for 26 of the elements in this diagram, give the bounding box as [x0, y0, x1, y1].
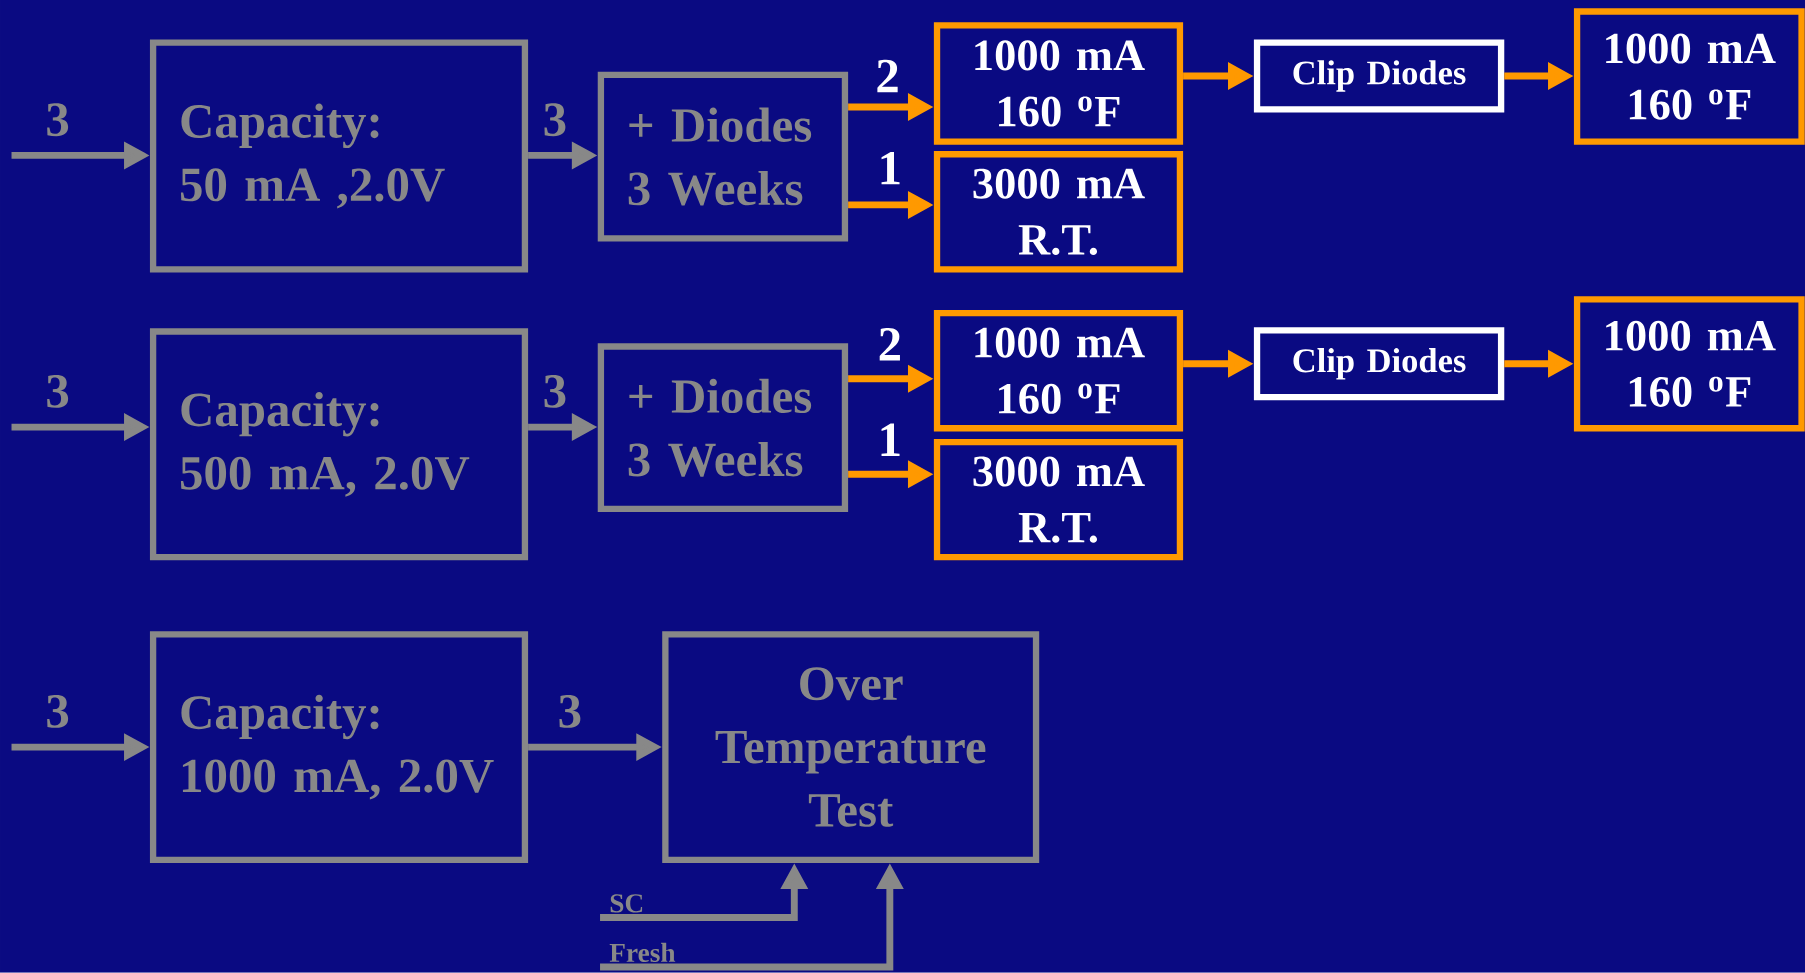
edge-label: 3 [559, 695, 581, 728]
process-box: Capacity: 50 mA ,2.0V [149, 39, 529, 273]
edge-label: 3 [544, 375, 566, 408]
edge-label: 3 [47, 103, 69, 137]
result-box: 1000 mA 160 $^{o}$F [933, 310, 1184, 432]
edge-label: 3 [47, 695, 69, 728]
result-box: 3000 mA R.T. [933, 151, 1184, 273]
step-box: Clip Diodes [1253, 327, 1505, 401]
edge-label: 1 [881, 152, 900, 185]
input-label: SC [610, 894, 643, 913]
result-box: 1000 mA 160 $^{o}$F [1573, 8, 1805, 145]
edge-label: 2 [877, 59, 898, 93]
input-label: Fresh [609, 943, 676, 963]
edge-label: 1 [881, 423, 900, 457]
edge-label: 2 [879, 328, 900, 361]
process-box: + Diodes 3 Weeks [597, 343, 849, 513]
result-box: 1000 mA 160 $^{o}$F [1573, 296, 1805, 432]
process-box: Over Temperature Test [662, 631, 1040, 864]
result-box: 3000 mA R.T. [933, 439, 1184, 561]
edge-label: 3 [47, 375, 69, 408]
process-box: Capacity: 500 mA, 2.0V [149, 328, 529, 561]
result-box: 1000 mA 160 $^{o}$F [933, 22, 1184, 145]
step-box: Clip Diodes [1253, 39, 1505, 113]
process-box: + Diodes 3 Weeks [597, 71, 849, 242]
edge-label: 3 [544, 103, 566, 137]
process-box: Capacity: 1000 mA, 2.0V [149, 631, 529, 864]
